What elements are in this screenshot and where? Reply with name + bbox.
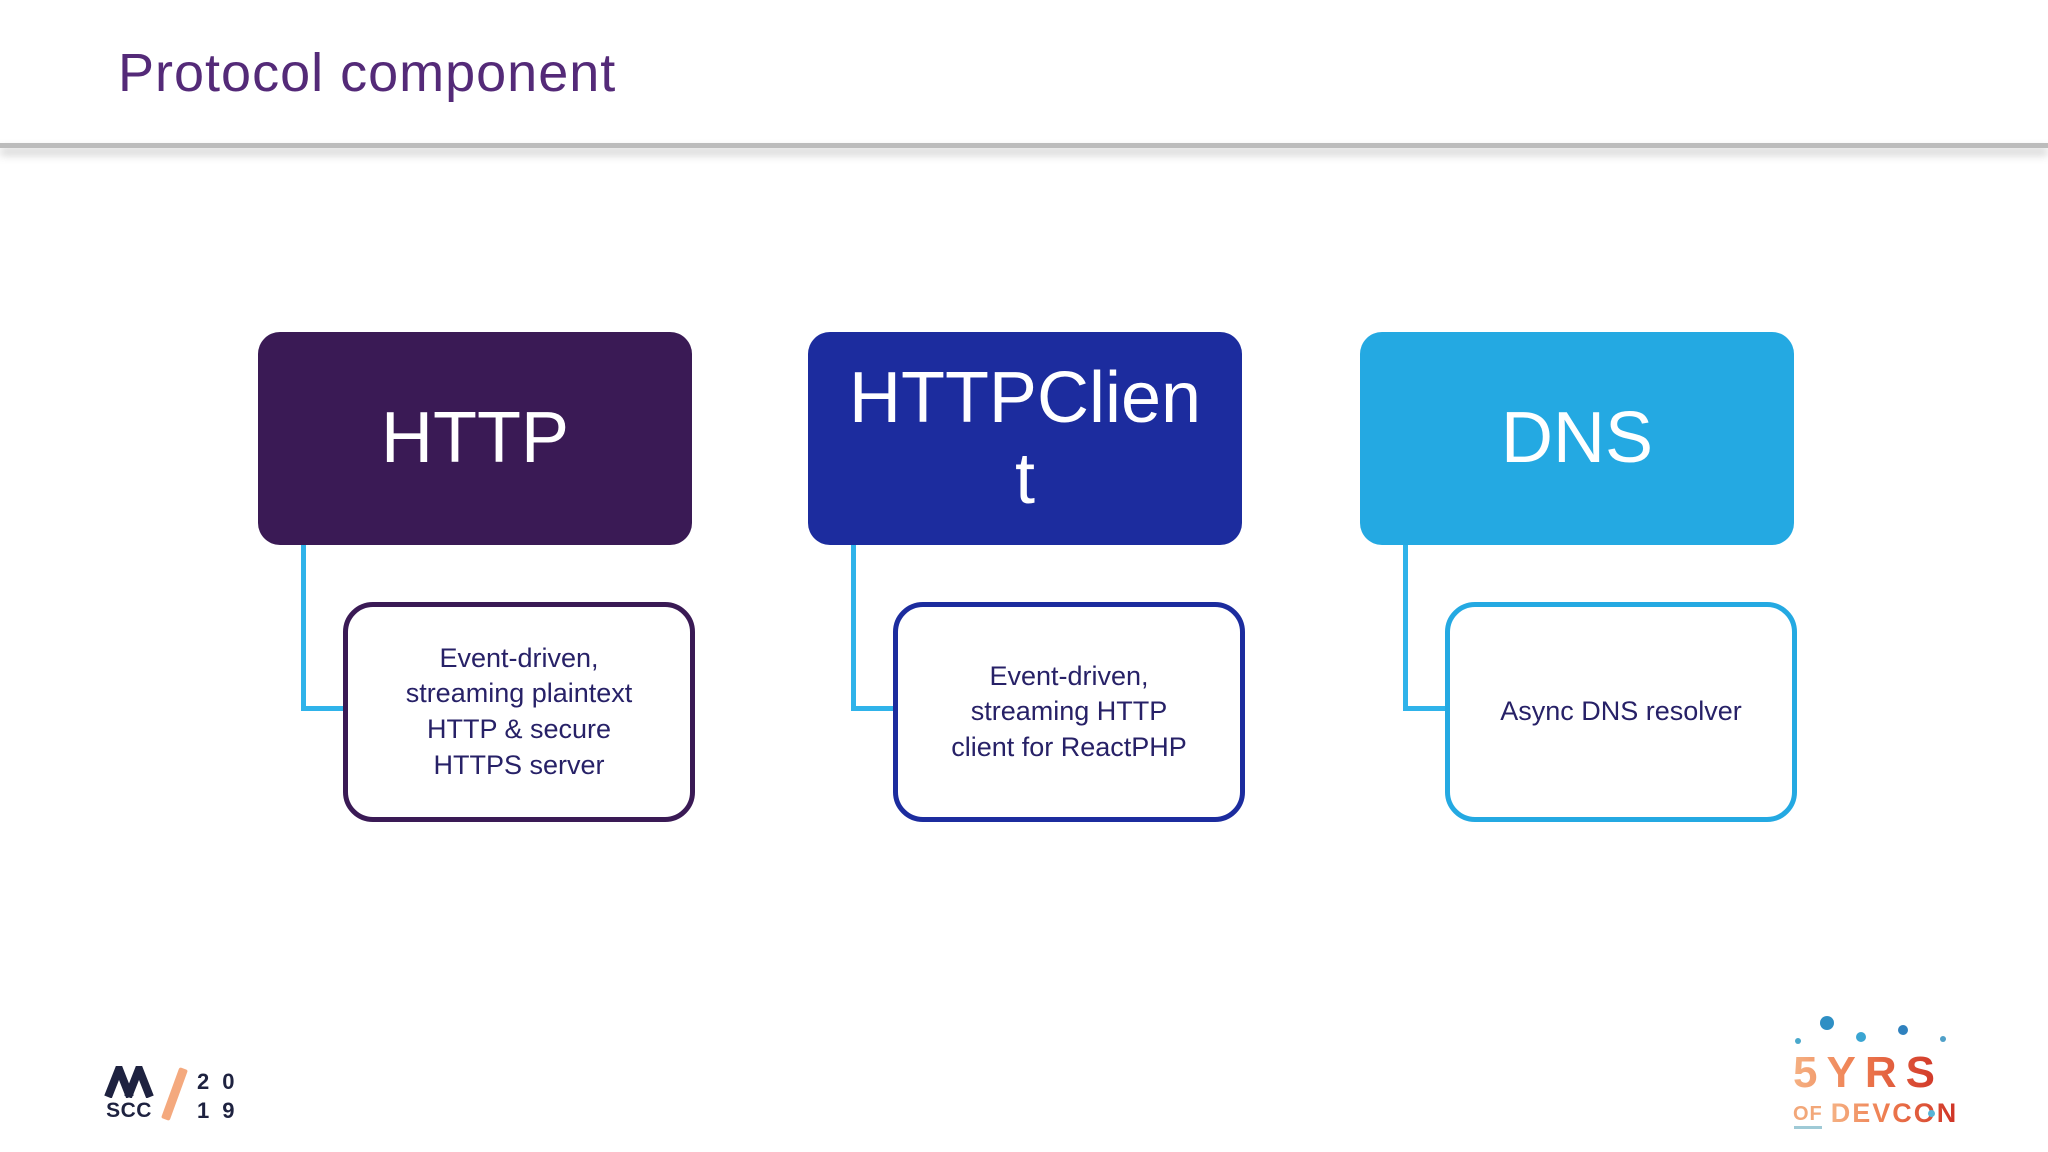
- http-detail-box: Event-driven, streaming plaintext HTTP &…: [343, 602, 695, 822]
- httpclient-header-label: HTTPClien t: [848, 357, 1202, 519]
- httpclient-connector-line: [851, 545, 895, 711]
- mscc-slash-icon: [161, 1067, 188, 1121]
- devcon-dot-icon: [1820, 1016, 1834, 1030]
- mscc-year-top: 20: [197, 1069, 248, 1094]
- dns-header-box: DNS: [1360, 332, 1794, 545]
- devcon-of-label: OF: [1793, 1103, 1823, 1125]
- dns-detail-text: Async DNS resolver: [1500, 696, 1742, 727]
- mscc-logo: SCC 20 19: [104, 1066, 247, 1124]
- devcon-logo: 5YRS OF DEVCON: [1793, 1012, 1959, 1129]
- devcon-o-dot-icon: [1927, 1110, 1935, 1117]
- dns-detail-box: Async DNS resolver: [1445, 602, 1797, 822]
- devcon-dot-icon: [1856, 1032, 1866, 1042]
- mscc-monogram-icon: [104, 1066, 154, 1098]
- http-connector-line: [301, 545, 345, 711]
- devcon-years-label: 5YRS: [1793, 1048, 1944, 1097]
- page-title: Protocol component: [118, 43, 617, 103]
- mscc-org-label: SCC: [106, 1099, 152, 1122]
- http-header-label: HTTP: [381, 398, 569, 479]
- devcon-dot-icon: [1898, 1025, 1908, 1035]
- httpclient-detail-text: Event-driven, streaming HTTP client for …: [951, 660, 1187, 762]
- dns-connector-line: [1403, 545, 1447, 711]
- mscc-year-bottom: 19: [197, 1098, 248, 1123]
- devcon-dot-icon: [1795, 1038, 1801, 1044]
- httpclient-header-box: HTTPClien t: [808, 332, 1242, 545]
- http-detail-text: Event-driven, streaming plaintext HTTP &…: [405, 642, 633, 780]
- http-header-box: HTTP: [258, 332, 692, 545]
- httpclient-detail-box: Event-driven, streaming HTTP client for …: [893, 602, 1245, 822]
- title-divider: [0, 143, 2048, 148]
- dns-header-label: DNS: [1500, 398, 1653, 479]
- devcon-dot-icon: [1940, 1036, 1946, 1042]
- devcon-event-label: DEVCON: [1830, 1098, 1959, 1128]
- devcon-of-underline: [1793, 1126, 1822, 1129]
